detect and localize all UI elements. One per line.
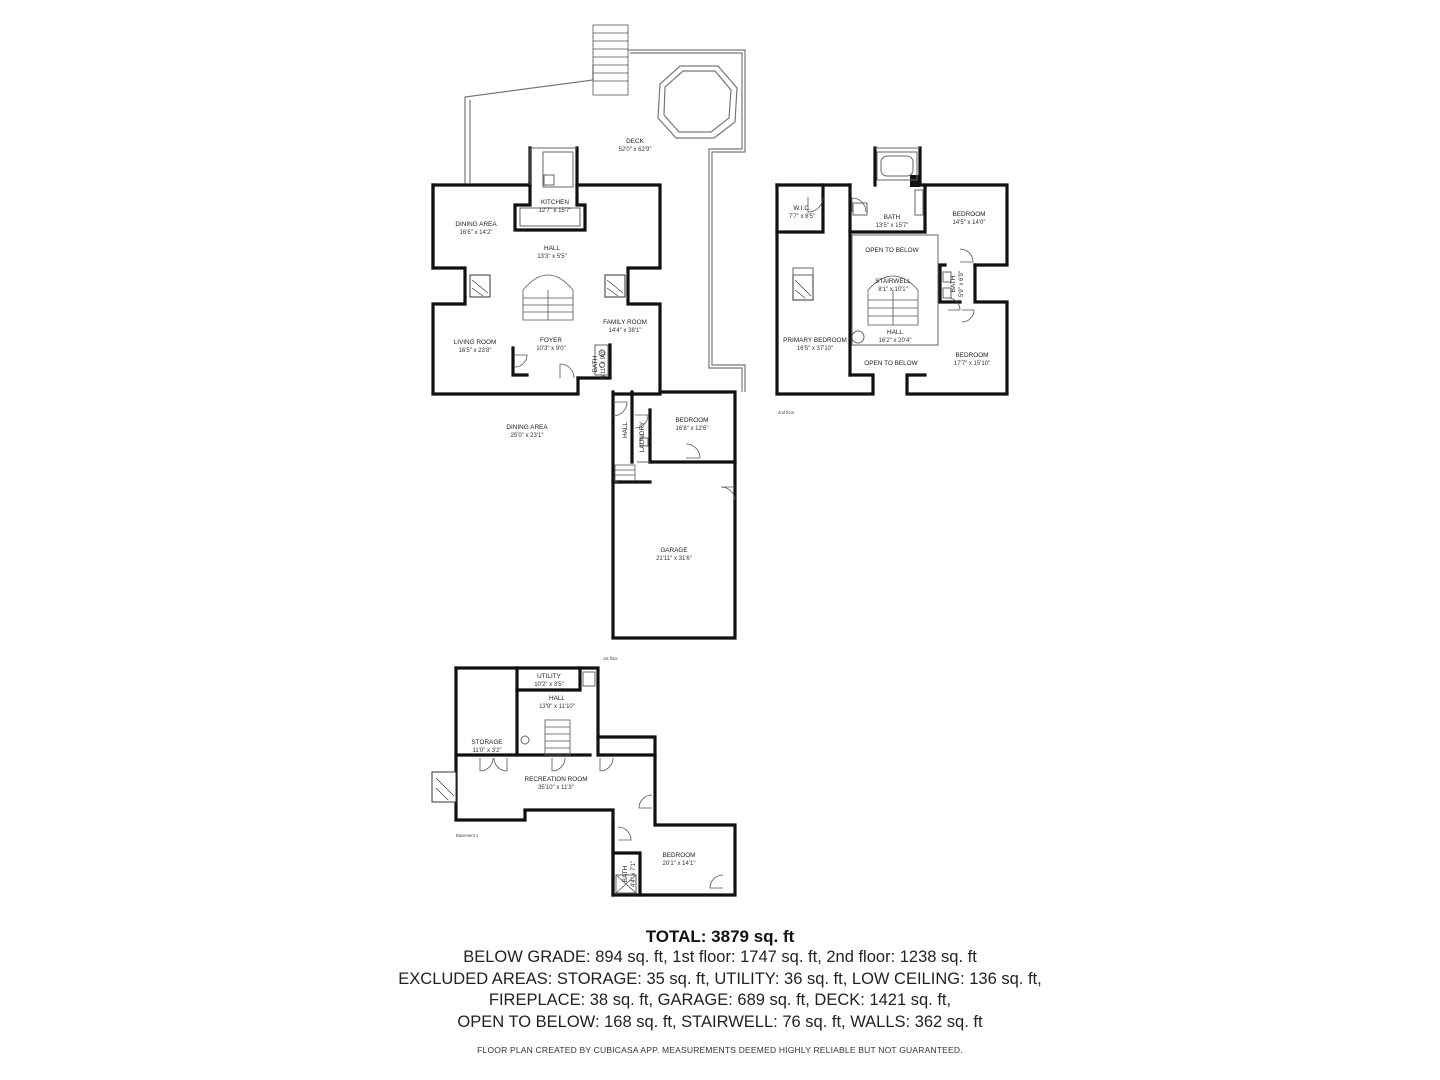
laundry-label: LAUNDRY — [639, 421, 646, 452]
bath-3-label: BATH 5'9" x 6'9" — [950, 271, 965, 297]
basement-stairs — [544, 719, 571, 756]
hall-1-name: HALL — [544, 245, 560, 252]
first-floor-walls — [431, 146, 662, 396]
living-room-name: LIVING ROOM — [454, 339, 497, 346]
storage-name: STORAGE — [471, 739, 502, 746]
second-floor-walls — [775, 146, 1009, 396]
deck-name: DECK — [626, 138, 644, 145]
recreation-room-dims: 35'10" x 11'3" — [538, 785, 574, 791]
area-summary-line-3: FIREPLACE: 38 sq. ft, GARAGE: 689 sq. ft… — [488, 991, 952, 1009]
open-to-below-2-name: OPEN TO BELOW — [864, 360, 918, 367]
hall-3-dims: 13'9" x 11'10" — [539, 704, 575, 710]
living-room-dims: 16'5" x 23'8" — [459, 348, 492, 354]
bath-3-dims: 5'9" x 6'9" — [959, 271, 965, 297]
hall-3-name: HALL — [549, 695, 565, 702]
second-floor-label: 2nd floor — [778, 410, 795, 415]
bedroom-2-dims: 14'5" x 14'0" — [953, 220, 986, 226]
wic-name: W.I.C. — [793, 205, 811, 212]
fireplace-family — [604, 274, 626, 298]
bedroom-wing-walls — [611, 390, 737, 484]
bath4-marker — [615, 874, 637, 894]
primary-bedroom-name: PRIMARY BEDROOM — [783, 337, 847, 344]
wic-dims: 7'7" x 8'5" — [789, 214, 815, 220]
hall-2-dims: 16'2" x 20'4" — [879, 338, 912, 344]
garage-dims: 21'11" x 31'6" — [656, 556, 692, 562]
area-summary-line-2: EXCLUDED AREAS: STORAGE: 35 sq. ft, UTIL… — [398, 969, 1042, 988]
bath-1-dims: 5'11" x 9'0" — [601, 349, 607, 378]
floor-plan-drawing: 2nd floor — [431, 24, 1009, 897]
wic-door — [807, 196, 824, 213]
bath2-fixtures — [851, 151, 924, 216]
dining-area-1-name: DINING AREA — [455, 221, 497, 228]
fireplace-living — [469, 274, 491, 298]
family-room-dims: 14'4" x 38'1" — [609, 328, 642, 334]
hall-2-name: HALL — [887, 329, 903, 336]
bedroom-4-name: BEDROOM — [662, 852, 695, 859]
garage-walls — [611, 460, 737, 640]
utility-dims: 10'2" x 3'5" — [534, 682, 564, 688]
foyer-dims: 10'3" x 9'0" — [536, 346, 566, 352]
basement-doors — [479, 671, 724, 889]
dining-area-2-dims: 25'0" x 23'1" — [511, 433, 544, 439]
recreation-room-name: RECREATION ROOM — [524, 776, 587, 783]
basement-label: Basement 1 — [456, 833, 479, 838]
deck-outline — [464, 24, 746, 392]
bath-4-dims: 4'4" x 7'1" — [631, 861, 637, 887]
room-labels: DECK 52'0" x 62'9" KITCHEN 12'7" x 15'7"… — [454, 138, 990, 887]
central-staircase — [522, 274, 574, 321]
open-to-below-1-name: OPEN TO BELOW — [865, 247, 919, 254]
family-room-name: FAMILY ROOM — [603, 319, 647, 326]
area-summary-line-4: OPEN TO BELOW: 168 sq. ft, STAIRWELL: 76… — [457, 1012, 983, 1031]
deck-dims: 52'0" x 62'9" — [619, 147, 652, 153]
bedroom2-door — [959, 248, 974, 263]
hall-1-dims: 13'3" x 5'5" — [537, 254, 567, 260]
bath-1-label: BATH 5'11" x 9'0" — [592, 349, 607, 378]
bath1-fixtures — [594, 344, 609, 376]
bedroom-1-dims: 16'8" x 12'6" — [676, 426, 709, 432]
bath-2-name: BATH — [884, 214, 901, 221]
second-floor-plan: 2nd floor — [775, 146, 1009, 415]
disclaimer-footer: FLOOR PLAN CREATED BY CUBICASA APP. MEAS… — [477, 1045, 963, 1055]
bath-4-label: BATH 4'4" x 7'1" — [622, 861, 637, 887]
bedroom-1-name: BEDROOM — [675, 417, 708, 424]
bath-3-name: BATH — [950, 275, 957, 292]
deck-stairs — [592, 24, 629, 96]
area-summary-line-1: BELOW GRADE: 894 sq. ft, 1st floor: 1747… — [463, 948, 977, 966]
hall-small-label: HALL — [622, 422, 629, 438]
bath-4-name: BATH — [622, 865, 629, 882]
bedroom-3-dims: 17'7" x 15'10" — [954, 361, 990, 367]
stairwell-dims: 8'1" x 10'1" — [878, 287, 908, 293]
dining-area-2-name: DINING AREA — [506, 424, 548, 431]
bath-2-dims: 13'5" x 15'7" — [876, 223, 909, 229]
stairwell-name: STAIRWELL — [875, 278, 911, 285]
foyer-door — [514, 354, 575, 379]
area-summary: TOTAL: 3879 sq. ft BELOW GRADE: 894 sq. … — [0, 926, 1440, 1055]
bedroom-2-name: BEDROOM — [952, 211, 985, 218]
dining-area-1-dims: 16'6" x 14'2" — [460, 230, 493, 236]
total-area: TOTAL: 3879 sq. ft — [645, 927, 795, 946]
hall-small-name: HALL — [622, 422, 629, 438]
bath-1-name: BATH — [592, 355, 599, 372]
kitchen-fixtures — [519, 151, 581, 227]
bedroom-3-name: BEDROOM — [955, 352, 988, 359]
bath3-fixtures — [942, 271, 975, 323]
open-to-below-area — [851, 234, 939, 346]
storage-dims: 11'0" x 3'2" — [472, 748, 501, 754]
first-floor-plan — [431, 24, 746, 640]
kitchen-name: KITCHEN — [541, 199, 569, 206]
foyer-name: FOYER — [540, 337, 562, 344]
first-floor-label: 1st floor — [603, 656, 619, 661]
utility-name: UTILITY — [537, 673, 562, 680]
primary-bedroom-dims: 16'5" x 37'10" — [797, 346, 833, 352]
laundry-name: LAUNDRY — [639, 421, 646, 452]
bedroom-4-dims: 20'1" x 14'1" — [663, 861, 696, 867]
kitchen-dims: 12'7" x 15'7" — [539, 208, 572, 214]
garage-name: GARAGE — [660, 547, 687, 554]
basement-plan: Basement 1 — [431, 666, 737, 897]
